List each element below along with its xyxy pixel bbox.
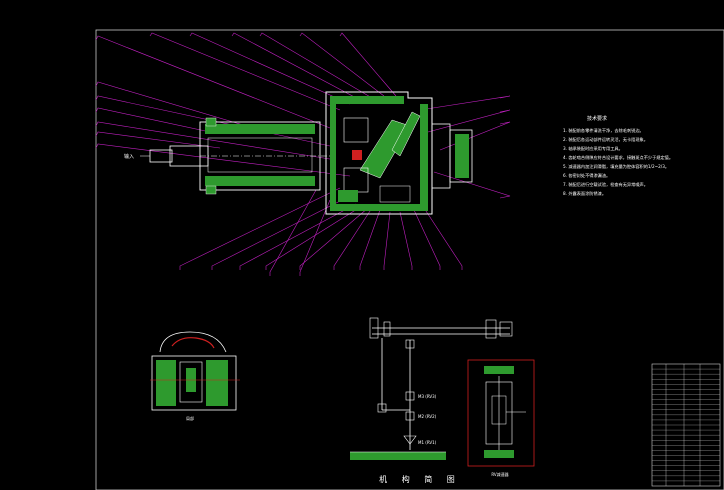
schem-node-left [377,403,387,413]
tech-note-5: 5. 减速器内加注润滑脂，填充量为腔体容积的1/2~2/3。 [563,163,669,170]
leader-line [383,211,391,270]
schem-node-m3 [405,391,415,401]
leader-line [419,95,511,111]
kinematic-schematic: M3 (RV3) M2 (RV2) M1 (RV1) 机 构 简 图 [350,317,513,484]
tech-notes-title: 技术要求 [587,115,607,122]
reducer-caption: RV减速器 [491,471,508,477]
reducer-bottom-gear [484,450,514,458]
leader-line [299,199,331,276]
leader-line [95,35,331,129]
tech-note-3: 3. 轴承装配时应采用专用工具。 [563,145,623,152]
input-label: 输入 [124,153,134,160]
tech-notes: 技术要求 1. 装配前各零件清洗干净，去除毛刺锐边。 2. 装配后各运动部件运转… [563,115,673,197]
tech-note-7: 7. 装配后进行空载试验，检查有无异常噪声。 [563,181,648,188]
tech-note-8: 8. 外露表面涂防锈漆。 [563,190,606,197]
schematic-title: 机 构 简 图 [379,474,461,484]
reducer-core [491,395,507,425]
flange-top [205,117,217,127]
gear-housing [325,91,433,215]
housing-right-wall [420,104,428,204]
seal-block [338,190,358,202]
leader-line [269,189,317,276]
reducer-box-view: RV减速器 [467,359,535,477]
reducer-top-gear [484,366,514,374]
inner-shaft [207,137,313,173]
schem-label-m2: M2 (RV2) [418,414,437,419]
main-section-view: 输入 [95,32,511,276]
schem-joint-left [369,317,379,339]
leader-line [299,207,369,270]
leader-line [179,187,341,270]
tech-note-6: 6. 各密封处不得渗漏油。 [563,172,610,179]
schem-node-top [405,339,415,349]
schem-label-m1: M1 (RV1) [418,440,437,445]
leader-line [359,209,381,270]
leader-line [339,32,397,97]
flange-bottom [205,185,217,195]
drawing-frame [95,29,724,490]
leader-line [413,209,441,270]
detail-body [151,355,237,411]
bevel-gear-2 [391,111,421,157]
leader-line [265,205,363,270]
schem-node-m2 [405,411,415,421]
schem-label-m3: M3 (RV3) [418,394,437,399]
leader-line [399,211,413,270]
leader-line [95,121,337,161]
red-marker [352,150,362,160]
schem-node-m1 [403,435,417,445]
housing-bottom-plate [330,204,428,211]
detail-right-block [206,360,228,406]
leader-line [95,107,211,133]
detail-left-block [156,360,176,406]
leader-line [427,109,511,133]
leader-lines [95,32,511,276]
schem-end [499,321,513,337]
end-cap-fill [455,134,469,178]
schem-joint-2 [383,321,391,337]
leader-line [333,207,373,270]
leader-line [299,32,385,97]
arm-upper-wall [205,124,315,134]
leader-line [189,32,351,105]
parts-table [651,363,721,487]
schem-ground [350,452,446,460]
leader-line [259,32,373,99]
leader-line [211,195,351,270]
leader-line [231,32,361,101]
tech-note-1: 1. 装配前各零件清洗干净，去除毛刺锐边。 [563,127,644,134]
schem-joint-right [485,319,497,339]
leader-line [423,207,463,270]
leader-line [239,203,357,270]
detail-core [179,361,203,403]
tech-note-2: 2. 装配后各运动部件运转灵活，无卡阻现象。 [563,136,648,143]
leader-line [149,32,341,111]
motor-seat [379,185,411,203]
leader-line [433,171,511,199]
detail-arc-red [171,337,215,349]
leader-line [95,143,351,177]
detail-caption: 局部 [186,415,194,421]
detail-view: 局部 [150,331,240,421]
arm-lower-wall [205,176,315,186]
end-cap [449,129,473,183]
housing-top-plate [330,96,404,104]
detail-arc [159,331,227,353]
leader-line [95,131,221,149]
housing-left-wall [330,104,336,204]
reducer-box-frame [467,359,535,467]
bearing-upper [343,117,369,143]
leader-line [95,81,261,131]
tech-note-4: 4. 齿轮啮合侧隙应符合设计要求，接触斑点不少于规定值。 [563,154,673,161]
